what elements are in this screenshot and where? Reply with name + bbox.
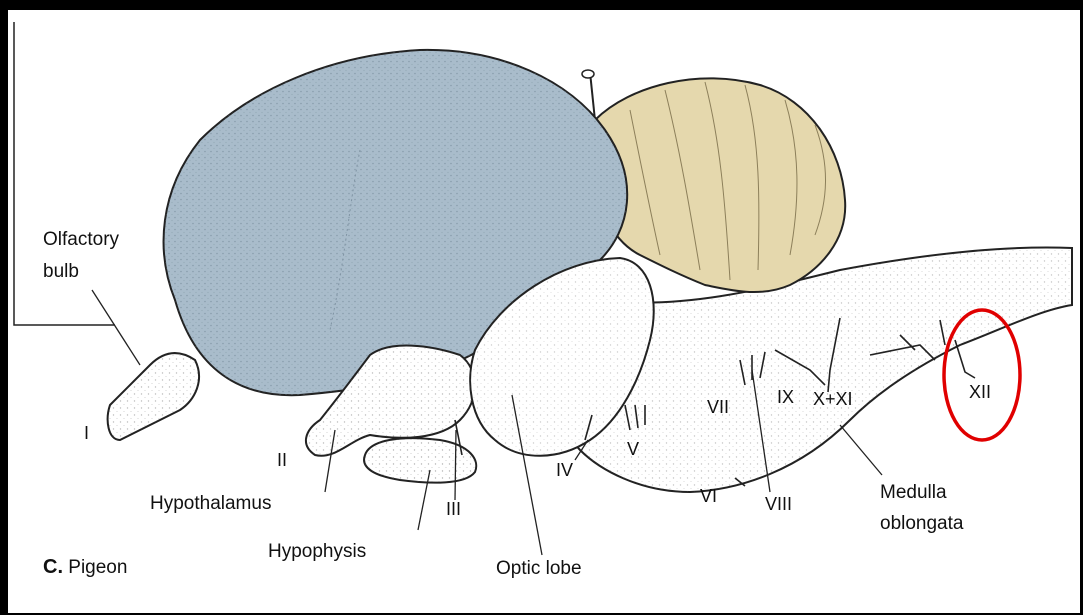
label-nerve-iii: III — [446, 497, 461, 521]
label-nerve-xii: XII — [969, 380, 991, 404]
label-nerve-v: V — [627, 437, 639, 461]
caption-letter: C. — [43, 556, 63, 578]
label-medulla-line2: oblongata — [880, 512, 963, 536]
caption-species: Pigeon — [68, 557, 127, 578]
label-medulla-line1: Medulla — [880, 481, 947, 505]
label-nerve-x-xi: X+XI — [813, 387, 853, 411]
label-nerve-ii: II — [277, 448, 287, 472]
label-nerve-vi: VI — [700, 484, 717, 508]
label-nerve-iv: IV — [556, 458, 573, 482]
label-optic-lobe: Optic lobe — [496, 557, 582, 581]
label-hypothalamus: Hypothalamus — [150, 492, 271, 516]
label-nerve-vii: VII — [707, 395, 729, 419]
label-olfactory-bulb-line1: Olfactory — [43, 228, 119, 252]
label-nerve-viii: VIII — [765, 492, 792, 516]
label-nerve-ix: IX — [777, 385, 794, 409]
label-hypophysis: Hypophysis — [268, 540, 366, 564]
label-nerve-i: I — [84, 421, 89, 445]
label-olfactory-bulb-line2: bulb — [43, 260, 79, 284]
figure-caption: C. Pigeon — [43, 555, 127, 580]
